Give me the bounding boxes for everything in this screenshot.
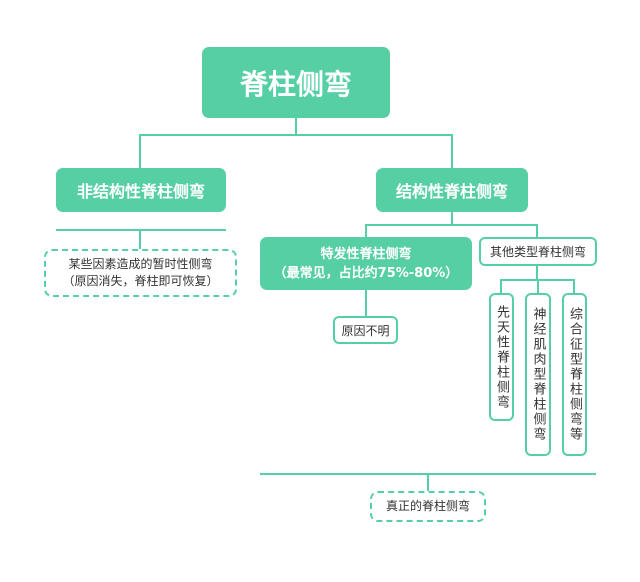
root-node: 脊柱侧弯 <box>202 47 390 118</box>
connector <box>139 229 141 249</box>
connector <box>295 118 297 136</box>
connector <box>427 473 429 491</box>
connector <box>451 134 453 168</box>
connector <box>451 212 453 225</box>
syndromic-node: 综合征型脊柱侧弯等 <box>562 293 587 456</box>
cause-unknown-node: 原因不明 <box>333 316 398 344</box>
connector <box>366 224 538 226</box>
separator <box>56 229 226 231</box>
connector <box>573 279 575 293</box>
congenital-node: 先天性脊柱侧弯 <box>489 293 514 421</box>
conclusion-node: 真正的脊柱侧弯 <box>370 491 486 522</box>
structural-node: 结构性脊柱侧弯 <box>376 168 528 212</box>
note-line: （原因消失，脊柱即可恢复） <box>62 274 219 288</box>
connector <box>500 279 502 293</box>
other-types-node: 其他类型脊柱侧弯 <box>479 237 597 266</box>
connector <box>537 279 539 293</box>
neuromuscular-node: 神经肌肉型脊柱侧弯 <box>525 293 551 456</box>
idiopathic-note: （最常见，占比约75%-80%） <box>273 265 459 281</box>
non-structural-note: 某些因素造成的暂时性侧弯 （原因消失，脊柱即可恢复） <box>44 249 237 297</box>
idiopathic-title: 特发性脊柱侧弯 <box>320 246 412 262</box>
connector <box>365 224 367 238</box>
connector <box>365 290 367 317</box>
connector <box>536 266 538 280</box>
connector <box>139 134 141 168</box>
connector <box>536 224 538 238</box>
connector <box>140 134 452 136</box>
note-line: 某些因素造成的暂时性侧弯 <box>68 257 213 271</box>
non-structural-node: 非结构性脊柱侧弯 <box>56 168 226 212</box>
idiopathic-node: 特发性脊柱侧弯 （最常见，占比约75%-80%） <box>260 237 472 290</box>
